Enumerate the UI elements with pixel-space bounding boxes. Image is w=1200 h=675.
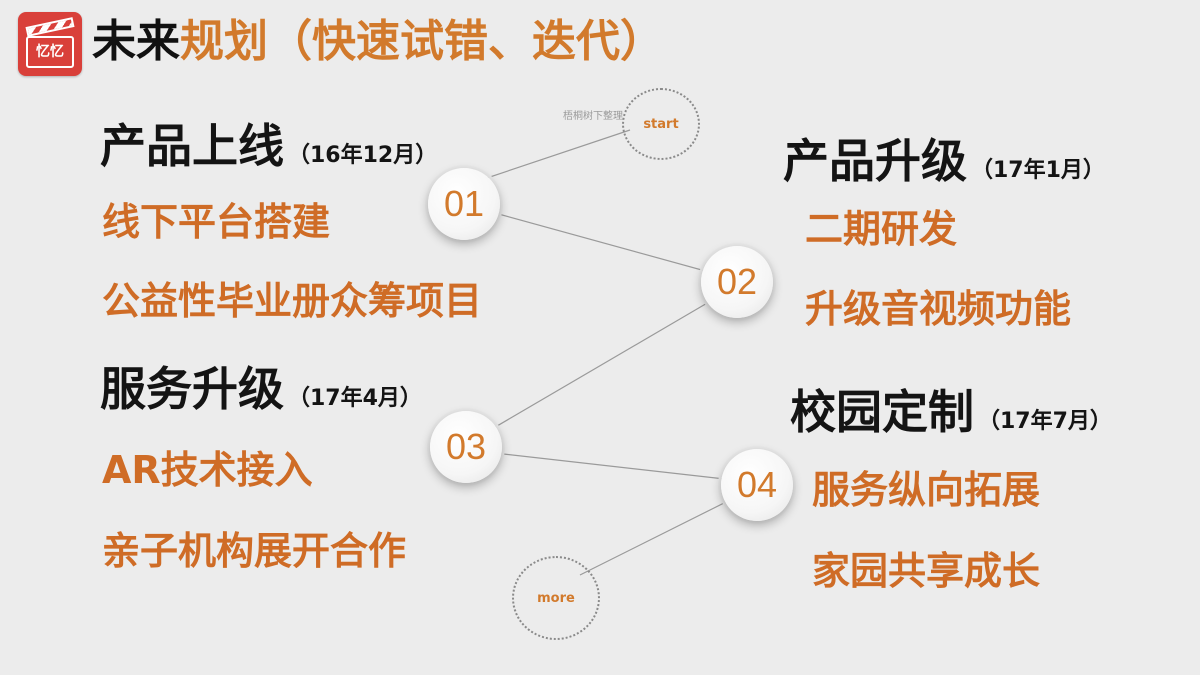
stage-heading-02: 产品升级（17年1月） [783,133,1105,199]
stage-date: （17年7月） [978,409,1112,434]
stage-node-04: 04 [721,449,793,521]
stage-node-01: 01 [428,168,500,240]
stage-item: 服务纵向拓展 [812,468,1041,512]
stage-item: AR技术接入 [102,448,313,492]
stage-item: 线下平台搭建 [102,200,331,244]
stage-heading-01: 产品上线（16年12月） [100,118,437,184]
connector-01-02 [465,204,739,281]
stage-date: （16年12月） [288,143,438,168]
app-logo: 忆忆 [18,12,82,76]
stage-item: 二期研发 [805,207,958,251]
stage-title: 产品上线 [100,119,284,173]
stage-heading-03: 服务升级（17年4月） [100,361,422,427]
title-dark-part: 未来 [92,16,180,67]
stage-title: 校园定制 [790,385,974,439]
stage-item: 家园共享成长 [812,549,1041,593]
stage-node-02: 02 [701,246,773,318]
stage-date: （17年1月） [971,158,1105,183]
more-ring: more [512,556,600,640]
stage-title: 产品升级 [783,134,967,188]
connector-02-03 [467,284,739,444]
stage-title: 服务升级 [100,362,284,416]
title-orange-part: 规划（快速试错、迭代） [180,16,664,67]
logo-text: 忆忆 [26,36,74,68]
stage-date: （17年4月） [288,386,422,411]
start-ring: start [622,88,700,160]
stage-item: 升级音视频功能 [805,287,1072,331]
stage-item: 亲子机构展开合作 [102,529,407,573]
stage-heading-04: 校园定制（17年7月） [790,384,1112,450]
watermark-text: 梧桐树下整理 [563,111,623,122]
connector-start-01 [465,129,631,186]
start-label: start [643,117,679,132]
page-title: 未来规划（快速试错、迭代） [92,14,664,70]
stage-item: 公益性毕业册众筹项目 [102,279,483,323]
stage-node-03: 03 [430,411,502,483]
more-label: more [537,591,575,606]
connector-03-04 [467,449,761,484]
